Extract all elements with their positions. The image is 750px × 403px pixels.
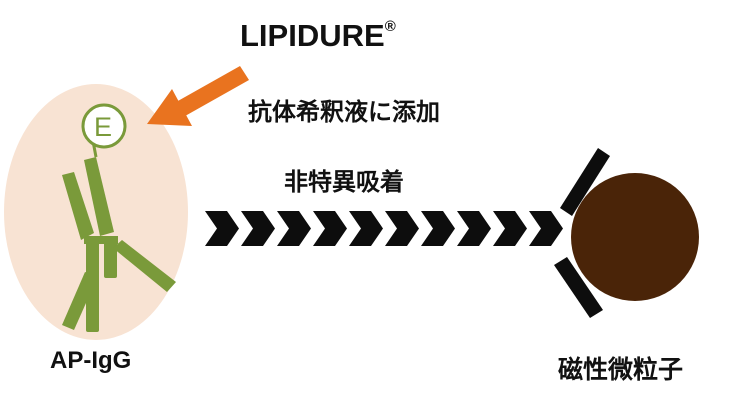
adsorption-chevrons	[205, 211, 563, 246]
additive-name: LIPIDURE	[240, 18, 385, 53]
antibody-icon	[62, 157, 176, 332]
magnetic-particle	[571, 173, 699, 301]
dilution-label: 抗体希釈液に添加	[248, 98, 440, 126]
enzyme-badge-letter: E	[94, 112, 112, 142]
nonspecific-adsorption-label: 非特異吸着	[284, 168, 404, 196]
orange-arrow-icon	[147, 66, 249, 126]
chevron-segment	[205, 211, 239, 246]
chevron-segment	[493, 211, 527, 246]
particle-label: 磁性微粒子	[558, 355, 684, 384]
enzyme-badge: E	[81, 103, 127, 158]
additive-title: LIPIDURE®	[240, 18, 396, 54]
chevron-segment	[457, 211, 491, 246]
registered-mark: ®	[384, 18, 396, 35]
antibody-label: AP-IgG	[50, 347, 132, 374]
chevron-segment	[349, 211, 383, 246]
chevron-segment	[313, 211, 347, 246]
particle-antibody-fragment	[554, 148, 610, 318]
chevron-segment	[277, 211, 311, 246]
chevron-segment	[421, 211, 455, 246]
chevron-segment	[241, 211, 275, 246]
chevron-segment	[385, 211, 419, 246]
chevron-segment	[529, 211, 563, 246]
